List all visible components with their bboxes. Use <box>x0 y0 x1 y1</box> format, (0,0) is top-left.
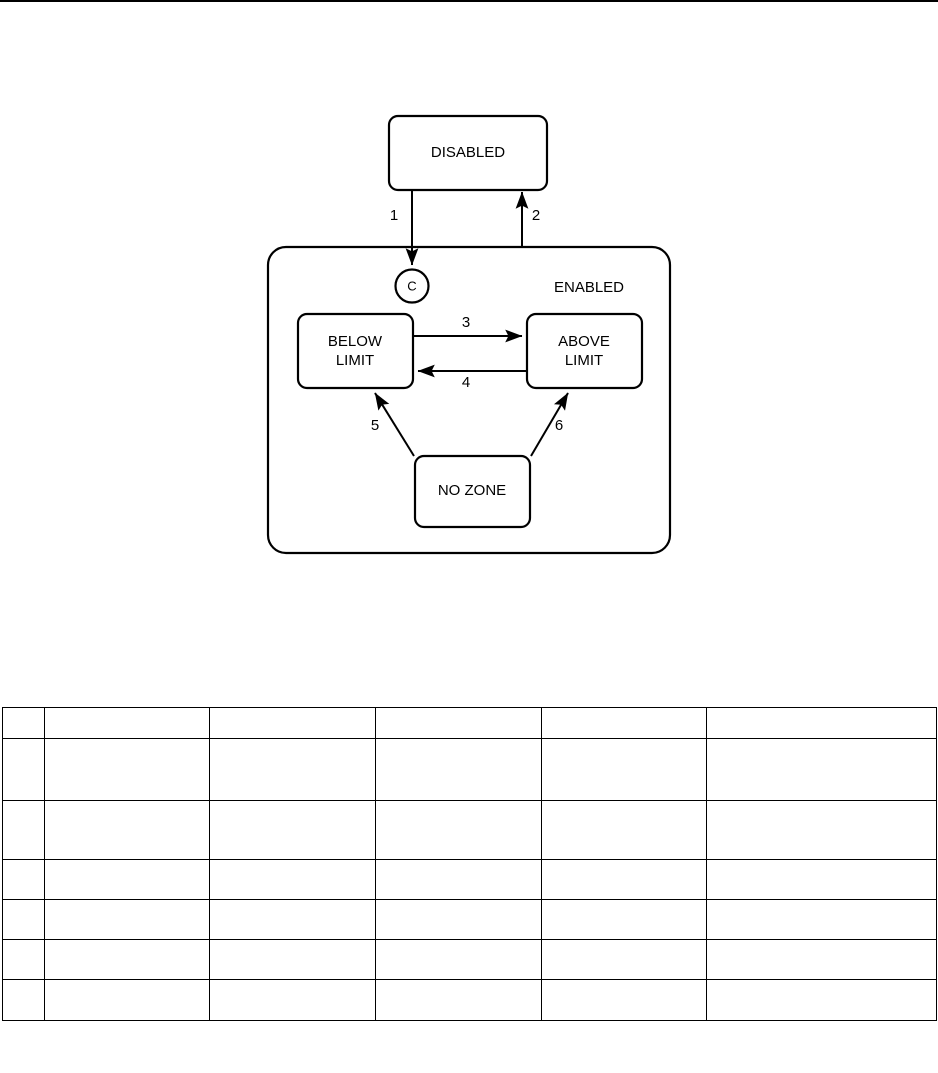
table-cell <box>541 800 707 860</box>
state-machine-diagram: ENABLED DISABLED 1 2 C BELOW LIMIT ABOVE… <box>266 114 672 555</box>
state-above-limit-box[interactable] <box>525 312 644 390</box>
table-cell <box>209 800 376 860</box>
table-cell <box>541 979 707 1021</box>
table-row <box>2 899 937 940</box>
table-header-cell-0 <box>2 707 45 739</box>
state-above-limit-label-line2: LIMIT <box>565 352 603 369</box>
table-cell <box>44 738 210 801</box>
table-cell <box>2 939 45 980</box>
table-cell <box>44 899 210 940</box>
state-disabled-box[interactable] <box>387 114 549 192</box>
table-header-row <box>2 707 937 739</box>
table-cell <box>375 899 542 940</box>
table-cell <box>209 939 376 980</box>
table-row <box>2 738 937 801</box>
table-cell <box>375 738 542 801</box>
table-row <box>2 800 937 860</box>
table-header-cell-2 <box>209 707 376 739</box>
initial-junction-label: C <box>407 278 416 293</box>
table-cell <box>375 979 542 1021</box>
table-row <box>2 859 937 900</box>
table-cell <box>541 939 707 980</box>
state-no-zone-label: NO ZONE <box>438 482 506 499</box>
table-cell <box>44 979 210 1021</box>
transition-6-line[interactable] <box>530 392 569 457</box>
transition-2-label: 2 <box>532 207 540 224</box>
table-row <box>2 939 937 980</box>
table-cell <box>706 859 937 900</box>
table-cell <box>706 979 937 1021</box>
table-header-cell-3 <box>375 707 542 739</box>
state-below-limit-label-line1: BELOW <box>328 333 383 350</box>
state-above-limit-label-line1: ABOVE <box>558 333 610 350</box>
table-cell <box>209 899 376 940</box>
diagram-svg: ENABLED DISABLED 1 2 C BELOW LIMIT ABOVE… <box>266 114 672 555</box>
table-cell <box>44 800 210 860</box>
transition-5-line[interactable] <box>374 392 415 457</box>
table-cell <box>44 859 210 900</box>
table-cell <box>706 738 937 801</box>
table-cell <box>44 939 210 980</box>
table-cell <box>2 800 45 860</box>
table-cell <box>375 859 542 900</box>
state-below-limit-box[interactable] <box>296 312 415 390</box>
transition-5-label: 5 <box>371 417 379 434</box>
table-row <box>2 979 937 1021</box>
state-no-zone-box[interactable] <box>413 454 532 529</box>
table-cell <box>2 979 45 1021</box>
table-header-cell-4 <box>541 707 707 739</box>
table-cell <box>706 939 937 980</box>
table-cell <box>209 738 376 801</box>
table-cell <box>2 859 45 900</box>
table-cell <box>541 738 707 801</box>
state-enabled-label: ENABLED <box>554 279 624 296</box>
page-top-rule <box>0 0 938 2</box>
table-cell <box>706 800 937 860</box>
transition-1-label: 1 <box>390 207 398 224</box>
state-below-limit-label-line2: LIMIT <box>336 352 374 369</box>
transition-spec-table <box>2 707 937 1021</box>
table-cell <box>706 899 937 940</box>
initial-junction-circle[interactable] <box>394 268 430 304</box>
table-cell <box>375 800 542 860</box>
table-cell <box>541 859 707 900</box>
table-cell <box>541 899 707 940</box>
table-cell <box>209 859 376 900</box>
transition-6-label: 6 <box>555 417 563 434</box>
table-header-cell-1 <box>44 707 210 739</box>
state-disabled-label: DISABLED <box>431 144 505 161</box>
transition-3-label: 3 <box>462 314 470 331</box>
table-cell <box>2 738 45 801</box>
table-header-cell-5 <box>706 707 937 739</box>
table-cell <box>375 939 542 980</box>
transition-4-label: 4 <box>462 374 470 391</box>
table-cell <box>209 979 376 1021</box>
table-cell <box>2 899 45 940</box>
